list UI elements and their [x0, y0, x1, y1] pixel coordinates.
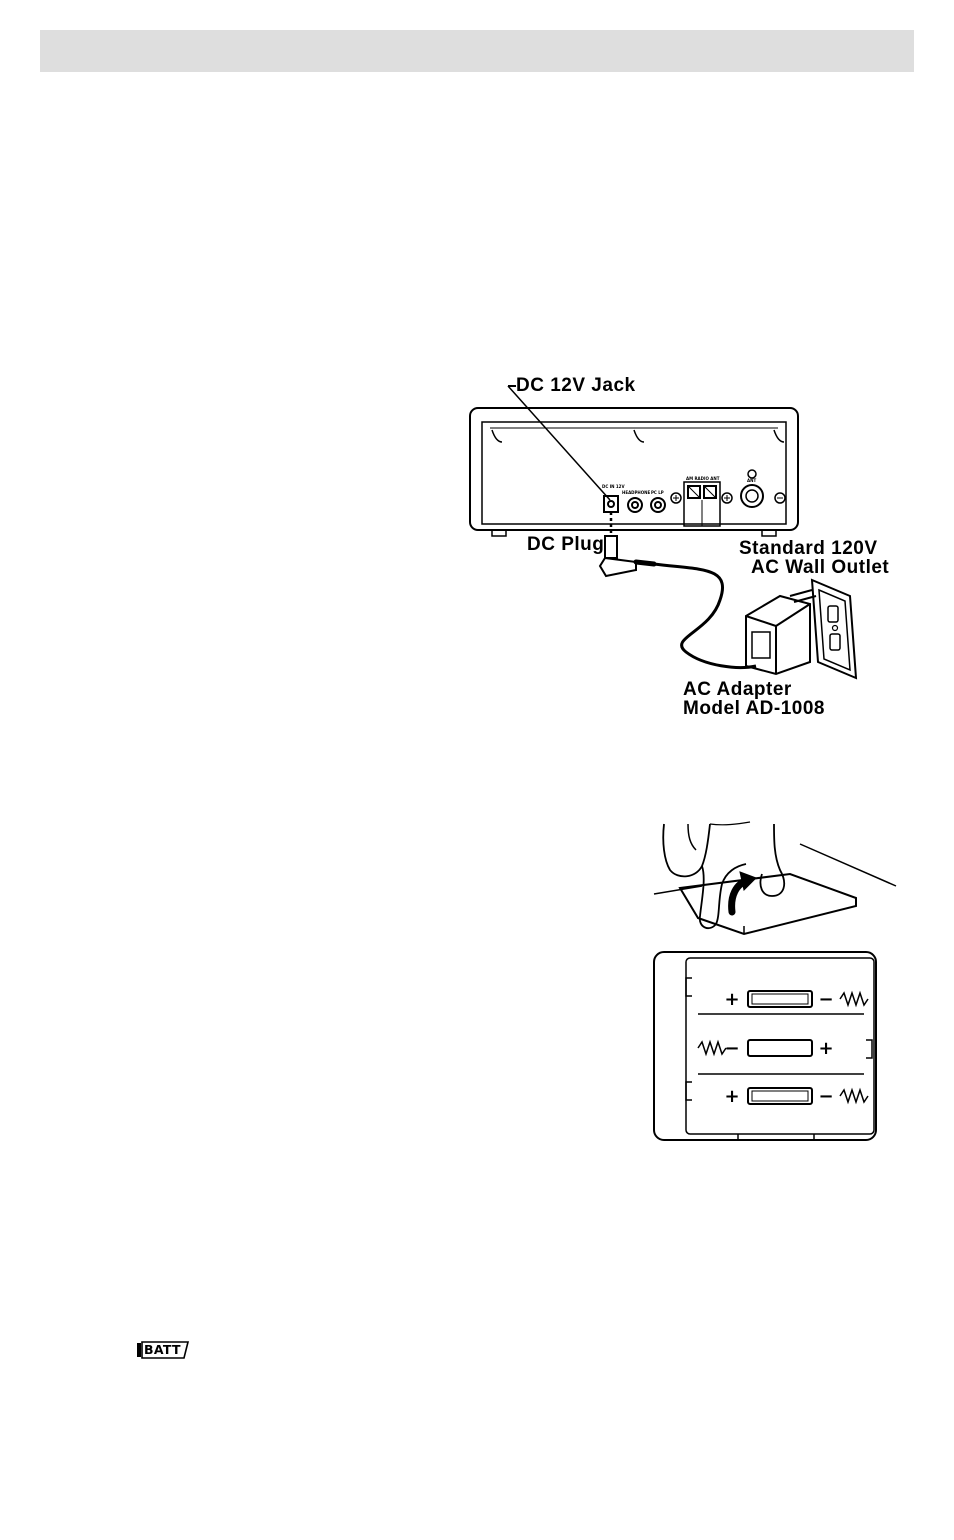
dc-jack — [604, 496, 618, 512]
batt-indicator: BATT — [136, 1341, 190, 1359]
battery-compartment — [654, 952, 876, 1140]
dc-jack-label: DC 12V Jack — [516, 376, 636, 396]
panel-label-headphone: HEADPHONE — [622, 490, 651, 495]
outlet-label-line2: AC Wall Outlet — [751, 558, 889, 578]
adapter-cord — [654, 564, 756, 667]
battery-slot-1 — [748, 991, 812, 1007]
panel-label-antenna: AM RADIO ANT — [686, 476, 720, 481]
battery-compartment-figure: + − − + + − — [640, 820, 910, 1150]
outlet-label-line1: Standard 120V — [739, 539, 878, 559]
slot-2-minus: − — [724, 1038, 739, 1059]
panel-label-ant: ANT — [747, 478, 756, 483]
pc-lp-jack — [651, 498, 665, 512]
slot-3-plus: + — [724, 1086, 739, 1107]
headphone-jack — [628, 498, 642, 512]
slot-1-plus: + — [724, 989, 739, 1010]
slot-2-plus: + — [818, 1038, 833, 1059]
battery-slot-3 — [748, 1088, 812, 1104]
ant-knob — [741, 485, 763, 507]
dc-plug — [605, 536, 617, 558]
panel-label-dc-in: DC IN 12V — [602, 484, 625, 489]
header-bar — [40, 30, 914, 72]
adapter-label-line1: AC Adapter — [683, 680, 792, 700]
panel-label-pc-lp: PC LP — [651, 490, 664, 495]
battery-slot-2 — [748, 1040, 812, 1056]
adapter-label-line2: Model AD-1008 — [683, 699, 825, 719]
dc-plug-label: DC Plug — [527, 535, 604, 555]
batt-label: BATT — [144, 1342, 181, 1357]
slot-3-minus: − — [818, 1086, 833, 1107]
slot-1-minus: − — [818, 989, 833, 1010]
ac-adapter — [746, 596, 810, 674]
battery-cover — [680, 874, 856, 934]
